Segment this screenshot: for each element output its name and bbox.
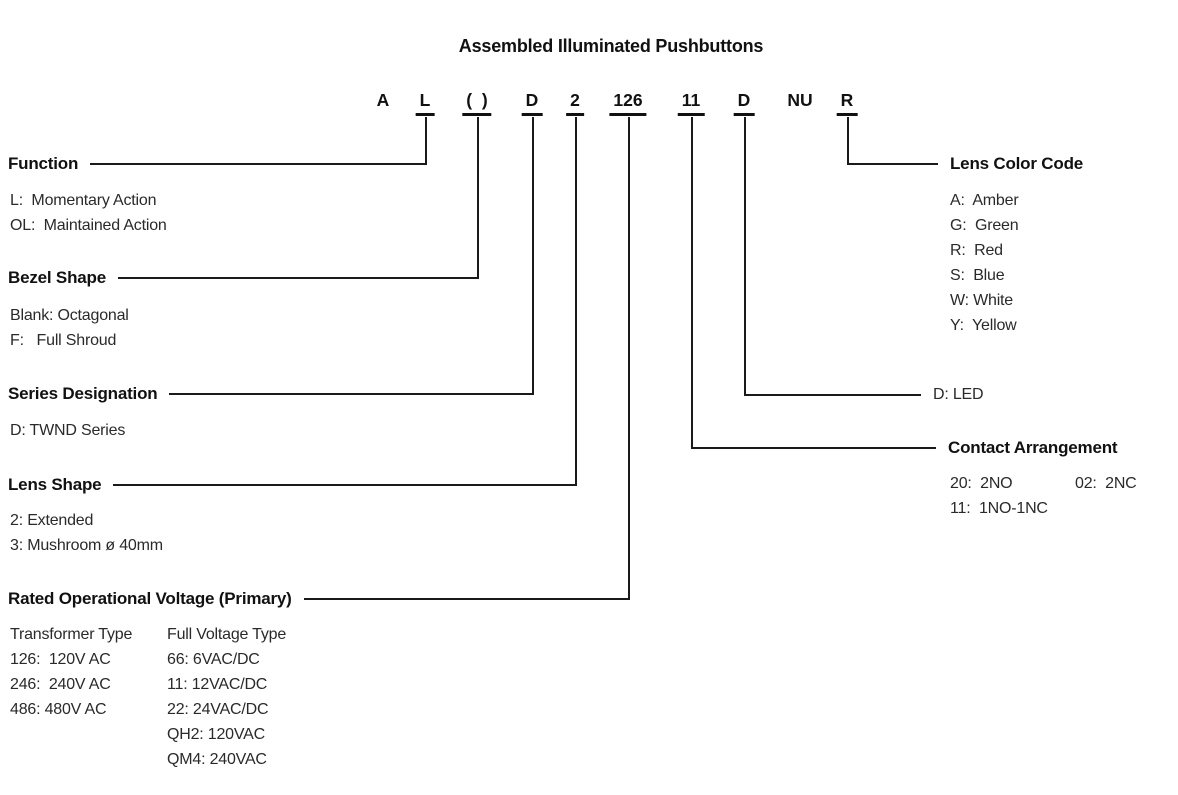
list-item: L: Momentary Action (10, 192, 157, 209)
code-segment-contacts: 11 (677, 90, 705, 116)
section-heading-function: Function (8, 154, 79, 173)
code-segment-voltage: 126 (609, 90, 647, 116)
list-item: 3: Mushroom ø 40mm (10, 537, 163, 554)
list-item: 66: 6VAC/DC (167, 651, 260, 668)
column-header: Transformer Type (10, 626, 133, 643)
list-item: F: Full Shroud (10, 332, 117, 349)
list-item: A: Amber (950, 192, 1019, 209)
connector-line-series (532, 117, 534, 395)
code-segment-nu: NU (787, 90, 813, 110)
voltage-transformer-column: Transformer Type 126: 120V AC 246: 240V … (10, 622, 167, 772)
section-heading-lens-shape: Lens Shape (8, 475, 102, 494)
led-label: D: LED (933, 386, 984, 403)
list-item: 20: 2NO (950, 475, 1013, 492)
function-items: L: Momentary Action OL: Maintained Actio… (10, 188, 167, 238)
voltage-columns: Transformer Type 126: 120V AC 246: 240V … (10, 622, 286, 772)
leader-line (113, 484, 576, 486)
section-bezel-heading-row: Bezel Shape (8, 267, 478, 289)
list-item: S: Blue (950, 267, 1005, 284)
page-title: Assembled Illuminated Pushbuttons (458, 36, 764, 56)
list-item: 22: 24VAC/DC (167, 701, 269, 718)
code-segment-lens-shape: 2 (566, 90, 584, 116)
section-heading-contact: Contact Arrangement (948, 438, 1118, 457)
list-item: W: White (950, 292, 1014, 309)
contact-items: 20: 2NO 02: 2NC 11: 1NO-1NC (950, 471, 1137, 521)
code-segment-led: D (733, 90, 755, 116)
voltage-full-voltage-column: Full Voltage Type 66: 6VAC/DC 11: 12VAC/… (167, 622, 286, 772)
list-item: R: Red (950, 242, 1003, 259)
connector-line-lens-shape (575, 117, 577, 486)
connector-line-contacts (691, 117, 693, 449)
connector-line-lens-color (847, 117, 849, 165)
section-heading-voltage: Rated Operational Voltage (Primary) (8, 589, 292, 608)
list-item: QM4: 240VAC (167, 751, 267, 768)
section-led-row: D: LED (744, 384, 984, 406)
lens-shape-items: 2: Extended 3: Mushroom ø 40mm (10, 508, 163, 558)
leader-line (744, 394, 921, 396)
section-heading-bezel: Bezel Shape (8, 268, 106, 287)
code-segment-prefix: A (376, 90, 390, 110)
leader-line (303, 598, 629, 600)
section-series-heading-row: Series Designation (8, 383, 533, 405)
connector-line-led (744, 117, 746, 395)
list-item: 11: 1NO-1NC (950, 500, 1048, 517)
column-header: Full Voltage Type (167, 626, 287, 643)
leader-line (691, 447, 936, 449)
section-lens-color-heading-row: Lens Color Code (847, 153, 1083, 175)
connector-line-voltage (628, 117, 630, 600)
list-item: Y: Yellow (950, 317, 1017, 334)
list-item: D: TWND Series (10, 422, 126, 439)
code-segment-function: L (415, 90, 435, 116)
leader-line (90, 163, 426, 165)
code-segment-bezel: ( ) (462, 90, 492, 116)
section-function-heading-row: Function (8, 153, 426, 175)
section-lens-shape-heading-row: Lens Shape (8, 474, 576, 496)
leader-line (169, 393, 533, 395)
list-item: 2: Extended (10, 512, 94, 529)
section-voltage-heading-row: Rated Operational Voltage (Primary) (8, 588, 629, 610)
list-item: 11: 12VAC/DC (167, 676, 268, 693)
lens-color-items: A: Amber G: Green R: Red S: Blue W: Whit… (950, 188, 1019, 338)
list-item: 126: 120V AC (10, 651, 111, 668)
leader-line (117, 277, 478, 279)
list-item: QH2: 120VAC (167, 726, 265, 743)
bezel-items: Blank: Octagonal F: Full Shroud (10, 303, 129, 353)
section-heading-lens-color: Lens Color Code (950, 154, 1084, 173)
section-contact-heading-row: Contact Arrangement (691, 437, 1118, 459)
contact-row: 20: 2NO 02: 2NC (950, 471, 1137, 496)
series-items: D: TWND Series (10, 418, 125, 443)
list-item: 246: 240V AC (10, 676, 111, 693)
section-heading-series: Series Designation (8, 384, 158, 403)
leader-line (847, 163, 938, 165)
list-item: 02: 2NC (1075, 475, 1137, 492)
code-segment-series: D (521, 90, 543, 116)
connector-line-bezel (477, 117, 479, 279)
list-item: OL: Maintained Action (10, 217, 167, 234)
list-item: G: Green (950, 217, 1019, 234)
list-item: Blank: Octagonal (10, 307, 129, 324)
connector-line-function (425, 117, 427, 165)
code-segment-lens-color: R (836, 90, 858, 116)
contact-row: 11: 1NO-1NC (950, 496, 1137, 521)
list-item: 486: 480V AC (10, 701, 107, 718)
